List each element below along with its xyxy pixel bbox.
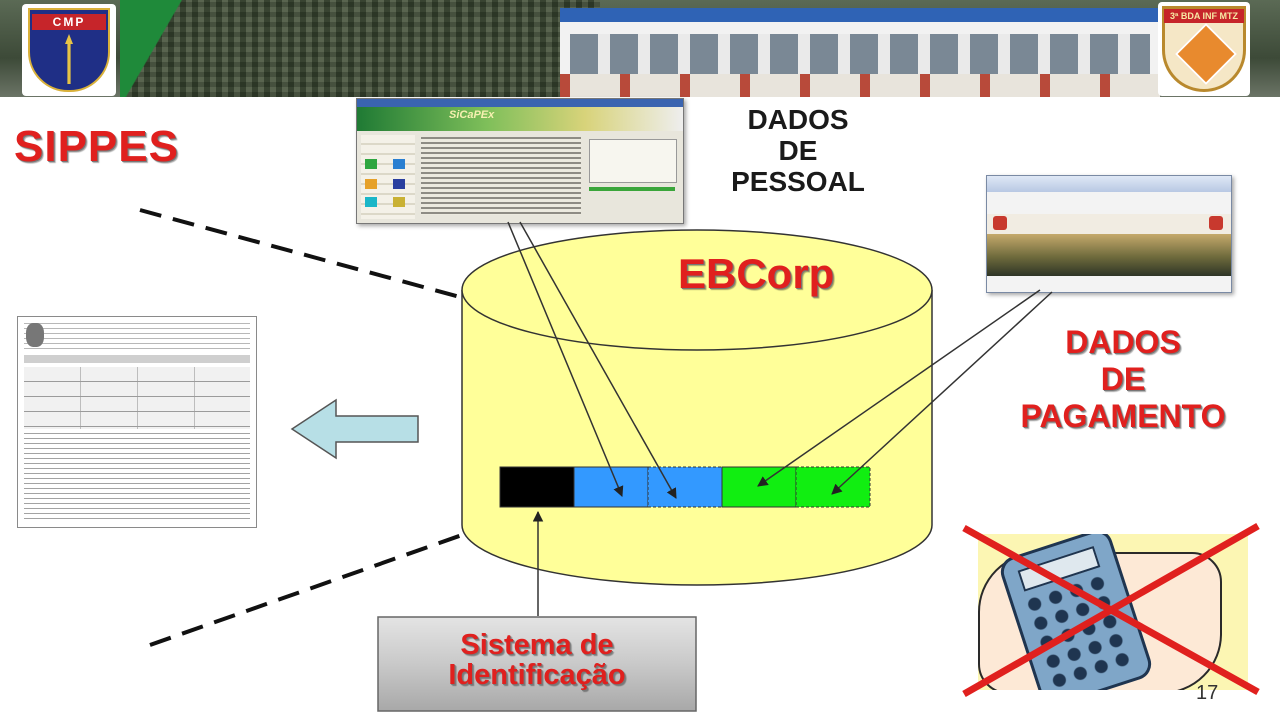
dados-pagamento-line-3: PAGAMENTO	[1020, 398, 1226, 434]
record-bar	[499, 466, 871, 508]
cmp-emblem: CMP	[22, 4, 116, 96]
brigade-emblem: 3ª BDA INF MTZ	[1158, 2, 1250, 96]
sicapex-screenshot: SiCaPEx	[356, 98, 684, 224]
green-stripe	[120, 0, 200, 97]
record-segment	[499, 466, 575, 508]
dados-pessoal-line-2: DE	[778, 135, 818, 166]
sword-icon	[65, 34, 73, 84]
ebcorp-database	[461, 229, 933, 586]
header-banner	[0, 0, 1280, 97]
troops-photo	[120, 0, 600, 97]
dados-pagamento-label: DADOS DE PAGAMENTO	[978, 324, 1268, 435]
brigade-emblem-text: 3ª BDA INF MTZ	[1164, 9, 1244, 23]
cross-out-mark	[962, 522, 1260, 698]
dados-pessoal-line-3: PESSOAL	[731, 166, 865, 197]
cmp-emblem-text: CMP	[32, 14, 106, 30]
record-segment	[647, 466, 723, 508]
arrow-pagamento-2	[831, 291, 1053, 495]
record-segment	[573, 466, 649, 508]
left-arrow	[290, 398, 419, 460]
emblem-icon	[1209, 216, 1223, 230]
ebcorp-label: EBCorp	[678, 250, 835, 297]
dados-pessoal-line-1: DADOS	[747, 104, 849, 135]
record-segment	[721, 466, 797, 508]
sistema-identificacao-line-2: Identificação	[448, 659, 626, 691]
record-segment	[795, 466, 871, 508]
arrow-pessoal-1	[507, 221, 624, 497]
arrow-pessoal-2	[519, 221, 677, 499]
page-number: 17	[1196, 682, 1219, 704]
payslip-document	[17, 316, 257, 528]
dados-pessoal-label: DADOS DE PESSOAL	[698, 104, 898, 197]
sippes-label: SIPPES	[14, 122, 179, 171]
dashed-connector-top	[139, 208, 461, 299]
sistema-identificacao-line-1: Sistema de	[460, 629, 614, 661]
emblem-icon	[993, 216, 1007, 230]
building-photo	[560, 8, 1160, 97]
payment-system-screenshot	[986, 175, 1232, 293]
sistema-identificacao-label: Sistema de Identificação	[378, 630, 696, 690]
dados-pagamento-line-1: DADOS	[1065, 324, 1181, 360]
dashed-connector-bottom	[149, 533, 463, 647]
sicapex-brand: SiCaPEx	[449, 109, 495, 121]
arrow-pagamento-1	[757, 289, 1041, 487]
dados-pagamento-line-2: DE	[1100, 361, 1146, 397]
sistema-identificacao-box	[377, 616, 697, 712]
